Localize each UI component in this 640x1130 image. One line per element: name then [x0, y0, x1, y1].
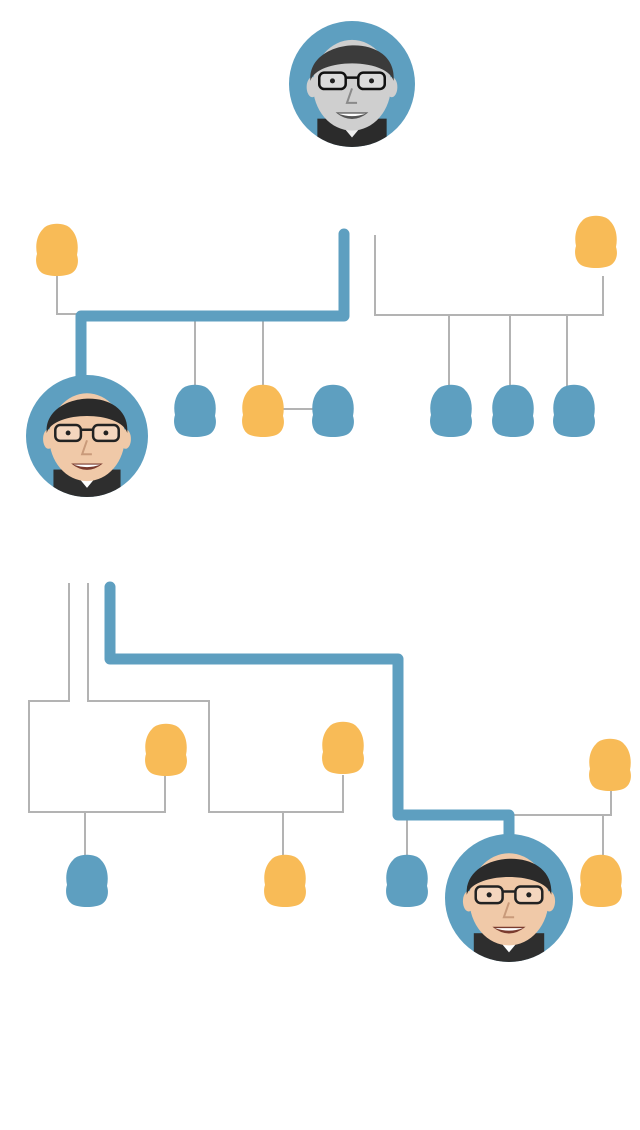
- head-silhouette-icon: [145, 723, 187, 776]
- head-silhouette-icon: [242, 384, 284, 437]
- head-silhouette-icon: [36, 223, 78, 276]
- head-silhouette-icon: [386, 854, 428, 907]
- succession-line-second-to-third: [104, 581, 515, 846]
- spouse-line-mother-b: [87, 583, 344, 813]
- spouse-line-mother-a: [28, 583, 166, 813]
- head-silhouette-icon: [553, 384, 595, 437]
- head-silhouette-icon: [492, 384, 534, 437]
- head-silhouette-icon: [589, 738, 631, 791]
- male-member-marker: [66, 854, 108, 907]
- male-member-marker: [174, 384, 216, 437]
- founder-portrait: [306, 39, 398, 147]
- third-leader-portrait: [445, 834, 573, 962]
- head-silhouette-icon: [322, 721, 364, 774]
- spouse-line-right-wife: [374, 235, 604, 316]
- people: [26, 21, 631, 962]
- third-leader-portrait: [462, 853, 556, 962]
- founder-portrait: [289, 21, 415, 147]
- female-member-marker: [36, 223, 78, 276]
- succession-line-founder-to-second: [75, 228, 350, 386]
- female-member-marker: [575, 215, 617, 268]
- female-member-marker: [242, 384, 284, 437]
- succession-line: [75, 228, 515, 846]
- male-member-marker: [430, 384, 472, 437]
- female-member-marker: [145, 723, 187, 776]
- head-silhouette-icon: [264, 854, 306, 907]
- female-member-marker: [580, 854, 622, 907]
- male-member-marker: [492, 384, 534, 437]
- head-silhouette-icon: [174, 384, 216, 437]
- head-silhouette-icon: [66, 854, 108, 907]
- female-member-marker: [589, 738, 631, 791]
- spouse-line-left-wife: [56, 272, 80, 315]
- second-leader-portrait: [43, 393, 131, 497]
- head-silhouette-icon: [575, 215, 617, 268]
- second-leader-portrait: [26, 375, 148, 497]
- male-member-marker: [312, 384, 354, 437]
- head-silhouette-icon: [580, 854, 622, 907]
- female-member-marker: [322, 721, 364, 774]
- male-member-marker: [553, 384, 595, 437]
- relationship-lines: [28, 235, 612, 858]
- male-member-marker: [386, 854, 428, 907]
- head-silhouette-icon: [312, 384, 354, 437]
- head-silhouette-icon: [430, 384, 472, 437]
- female-member-marker: [264, 854, 306, 907]
